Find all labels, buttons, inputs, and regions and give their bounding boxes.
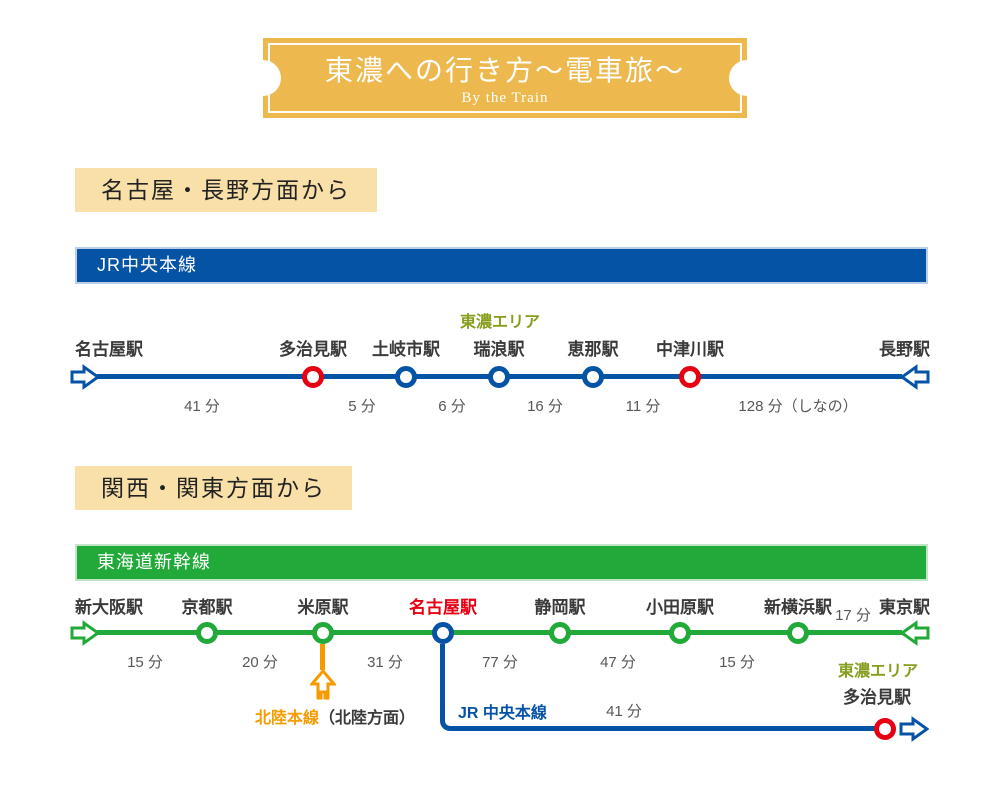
line2-end-arrow-icon	[900, 620, 930, 646]
hokuriku-direction: （北陸方面）	[319, 710, 416, 727]
hokuriku-branch-label: 北陸本線（北陸方面）	[255, 704, 415, 728]
line2-rail	[97, 630, 902, 635]
time-odawara-shinyokohama: 15 分	[719, 654, 755, 671]
station-label-shinosaka: 新大阪駅	[75, 598, 143, 617]
station-label-nakatsugawa: 中津川駅	[656, 340, 724, 359]
station-label-maibara: 米原駅	[297, 598, 349, 617]
page-title: 東濃への行き方〜電車旅〜	[324, 56, 685, 87]
station-label-tokishi: 土岐市駅	[372, 340, 440, 359]
chuo-branch-end-arrow-icon	[899, 716, 929, 742]
station-marker-ena	[582, 366, 604, 388]
station-label-tokyo: 東京駅	[879, 598, 930, 617]
time-maibara-nagoya: 31 分	[367, 654, 403, 671]
station-label-nagoya2: 名古屋駅	[409, 598, 477, 617]
time-nagoya-shizuoka: 77 分	[482, 654, 518, 671]
station-marker-shinyokohama	[787, 622, 809, 644]
time-nakatsugawa-nagano: 128 分（しなの）	[738, 398, 858, 415]
time-tajimi-toki: 5 分	[348, 398, 376, 415]
station-marker-tajimi	[302, 366, 324, 388]
station-label-nagano: 長野駅	[879, 340, 930, 359]
hokuriku-line-name: 北陸本線	[255, 710, 320, 727]
line2-start-arrow-icon	[70, 620, 100, 646]
hokuriku-branch-line	[320, 644, 325, 670]
station-marker-kyoto	[196, 622, 218, 644]
tono-area-label-line1: 東濃エリア	[459, 314, 541, 331]
station-label-shizuoka: 静岡駅	[534, 598, 586, 617]
station-label-shinyokohama: 新横浜駅	[764, 598, 832, 617]
station-label-odawara: 小田原駅	[646, 598, 714, 617]
time-shizuoka-odawara: 47 分	[600, 654, 636, 671]
time-shinyokohama-tokyo: 17 分	[835, 607, 871, 624]
time-mizunami-ena: 16 分	[527, 398, 563, 415]
line2-name-bar: 東海道新幹線	[75, 544, 928, 581]
time-nagoya-tajimi: 41 分	[184, 398, 220, 415]
time-toki-mizunami: 6 分	[438, 398, 466, 415]
time-nagoya-tajimi-branch: 41 分	[606, 703, 642, 720]
station-label-tajimi: 多治見駅	[279, 340, 347, 359]
station-marker-nakatsugawa	[679, 366, 701, 388]
section2-heading: 関西・関東方面から	[75, 466, 352, 510]
chuo-branch-line	[440, 644, 887, 731]
station-marker-mizunami	[488, 366, 510, 388]
banner-notch-left	[245, 60, 281, 96]
station-label-kyoto: 京都駅	[181, 598, 233, 617]
tono-area-label-line2: 東濃エリア	[837, 663, 919, 680]
title-banner: 東濃への行き方〜電車旅〜 By the Train	[245, 38, 765, 118]
chuo-branch-name: JR 中央本線	[458, 705, 547, 722]
station-label-ena: 恵那駅	[567, 340, 619, 359]
station-marker-tokishi	[395, 366, 417, 388]
station-marker-tajimi2	[874, 718, 896, 740]
station-marker-odawara	[669, 622, 691, 644]
time-shinosaka-kyoto: 15 分	[127, 654, 163, 671]
hokuriku-up-arrow-icon	[310, 668, 336, 700]
station-marker-maibara	[312, 622, 334, 644]
page-subtitle: By the Train	[461, 90, 549, 106]
station-marker-nagoya2	[432, 622, 454, 644]
banner-notch-right	[729, 60, 765, 96]
line1-name-bar: JR中央本線	[75, 247, 928, 284]
time-ena-nakatsugawa: 11 分	[625, 398, 661, 415]
station-marker-shizuoka	[549, 622, 571, 644]
station-label-nagoya: 名古屋駅	[75, 340, 143, 359]
line1-end-arrow-icon	[900, 364, 930, 390]
time-kyoto-maibara: 20 分	[242, 654, 278, 671]
line1-start-arrow-icon	[70, 364, 100, 390]
station-label-tajimi2: 多治見駅	[843, 688, 911, 707]
section1-heading: 名古屋・長野方面から	[75, 168, 377, 212]
station-label-mizunami: 瑞浪駅	[473, 340, 525, 359]
